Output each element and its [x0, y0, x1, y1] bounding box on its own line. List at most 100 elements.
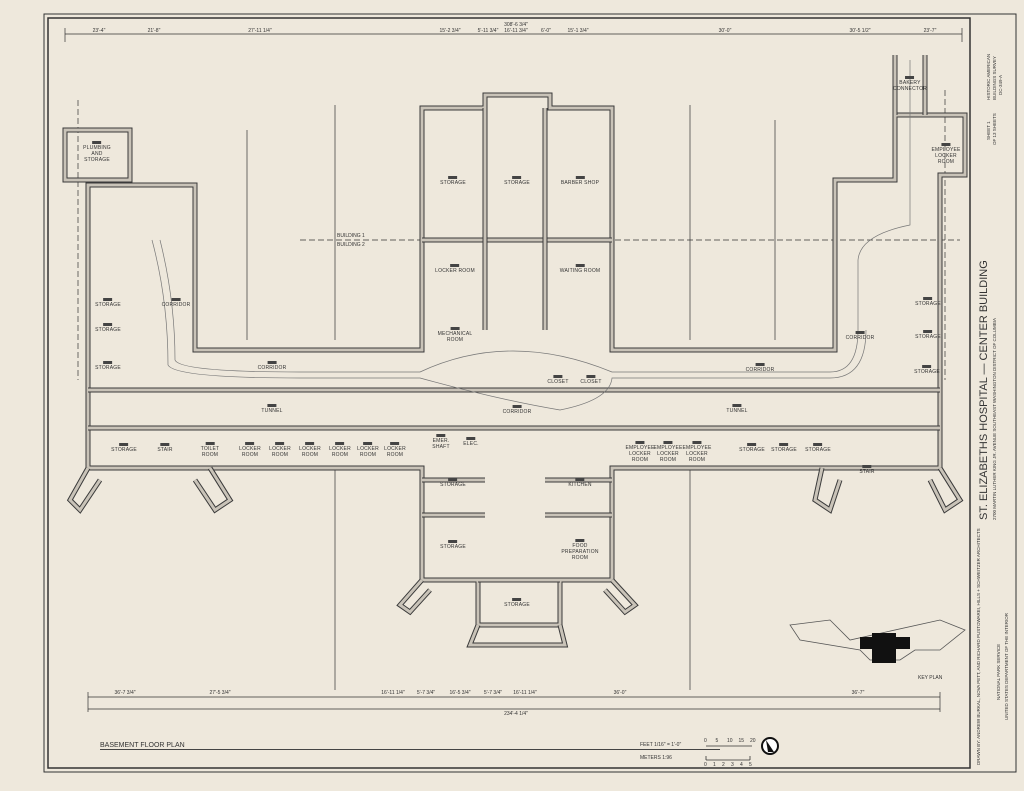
scale-tick-label: 5	[715, 738, 719, 744]
room-label: KITCHEN	[568, 478, 591, 488]
dimension-label: 5'-7 3/4"	[483, 690, 503, 696]
dimension-label: 5'-11 3/4"	[477, 28, 499, 34]
survey-name-1: HISTORIC AMERICAN	[986, 53, 991, 100]
building-address: 2700 MARTIN LUTHER KING JR. AVENUE SOUTH…	[992, 318, 997, 520]
room-label: STORAGE	[915, 297, 941, 307]
room-label: CORRIDOR	[846, 331, 875, 341]
room-label: TOILET ROOM	[201, 442, 220, 458]
room-label: TUNNEL	[726, 404, 747, 414]
dimension-label: 234'-4 1/4"	[504, 711, 528, 717]
sheet-border	[47, 17, 971, 769]
room-label: STORAGE	[504, 598, 530, 608]
room-label: FOOD PREPARATION ROOM	[561, 539, 598, 561]
room-label: STAIR	[157, 443, 172, 453]
dimension-label: 21'-8"	[147, 28, 161, 34]
wall-segment	[467, 624, 567, 647]
scale-meters: METERS 1:96	[640, 755, 672, 761]
scale-tick-label: 3	[731, 762, 734, 768]
dimension-label: 15'-2 3/4"	[439, 28, 461, 34]
dimension-label: 36'-0"	[613, 690, 627, 696]
room-label: STORAGE	[95, 361, 121, 371]
room-label: LOCKER ROOM	[357, 442, 379, 458]
wall-segment	[68, 467, 102, 513]
dimension-label: 15'-1 3/4"	[567, 28, 589, 34]
dimension-label: 27'-5 3/4"	[209, 690, 231, 696]
dimension-label: 36'-7"	[851, 690, 865, 696]
scale-tick-label: 1	[713, 762, 716, 768]
wall-segment	[63, 128, 132, 182]
room-label: LOCKER ROOM	[329, 442, 351, 458]
sheet-number: SHEET 1	[986, 121, 991, 140]
wall-segment	[603, 578, 638, 614]
dimension-label: 36'-7 3/4"	[114, 690, 136, 696]
room-label: STORAGE	[111, 443, 137, 453]
room-label: CORRIDOR	[503, 405, 532, 415]
dimension-lines	[64, 28, 963, 712]
room-label: STORAGE	[440, 478, 466, 488]
room-label: WAITING ROOM	[560, 264, 601, 274]
room-label: EMPLOYEE LOCKER ROOM	[931, 143, 960, 165]
scale-tick-label: 0	[704, 738, 707, 744]
room-label: CORRIDOR	[258, 361, 287, 371]
wall-segment	[397, 579, 432, 614]
wall-segment	[466, 624, 569, 648]
room-label: STORAGE	[805, 443, 831, 453]
drawing-title: BASEMENT FLOOR PLAN	[100, 742, 720, 750]
building-line-label: BUILDING 2	[337, 242, 365, 248]
key-plan-label: KEY PLAN	[918, 675, 943, 681]
dimension-label: 23'-7"	[923, 28, 937, 34]
room-label: TUNNEL	[261, 404, 282, 414]
room-label: LOCKER ROOM	[299, 442, 321, 458]
dimension-label: 16'-11 3/4"	[504, 28, 528, 34]
room-label: LOCKER ROOM	[269, 442, 291, 458]
scale-tick-label: 20	[750, 738, 756, 744]
scale-tick-label: 2	[722, 762, 725, 768]
dimension-label: 16'-11 1/4"	[381, 690, 405, 696]
room-label: LOCKER ROOM	[239, 442, 261, 458]
room-label: PLUMBING AND STORAGE	[83, 141, 111, 163]
room-label: LOCKER ROOM	[384, 442, 406, 458]
room-label: STORAGE	[440, 540, 466, 550]
wall-segment	[85, 92, 968, 628]
room-label: MECHANICAL ROOM	[438, 327, 473, 343]
agency-line-2: UNITED STATES DEPARTMENT OF THE INTERIOR	[1004, 612, 1009, 720]
room-label: CLOSET	[580, 375, 601, 385]
room-label: CLOSET	[547, 375, 568, 385]
dimension-label: 30'-5 1/2"	[849, 28, 871, 34]
room-label: STORAGE	[440, 176, 466, 186]
dimension-label: 308'-6 3/4"	[504, 22, 528, 28]
scale-feet: FEET 1/16" = 1'-0"	[640, 742, 682, 748]
room-label: BAKERY CONNECTOR	[893, 76, 927, 92]
wall-segment	[813, 467, 842, 513]
room-label: CORRIDOR	[746, 363, 775, 373]
scale-tick-label: 15	[738, 738, 745, 744]
dimension-label: 6'-0"	[541, 28, 551, 34]
room-label: STORAGE	[504, 176, 530, 186]
room-label: CORRIDOR	[162, 298, 191, 308]
room-label: STORAGE	[914, 365, 940, 375]
building-line-label: BUILDING 1	[337, 233, 365, 239]
room-label: STORAGE	[95, 323, 121, 333]
room-label: LOCKER ROOM	[435, 264, 475, 274]
dimension-label: 23'-4"	[92, 28, 106, 34]
wall-segment	[193, 467, 233, 513]
scale-tick-label: 4	[740, 762, 743, 768]
scale-tick-label: 5	[749, 762, 752, 768]
room-label: EMER. SHAFT	[432, 434, 449, 450]
dimension-label: 27'-11 1/4"	[248, 28, 272, 34]
room-label: ELEC.	[463, 437, 478, 447]
sheet-count: OF 13 SHEETS	[992, 113, 997, 145]
room-label: STORAGE	[915, 330, 941, 340]
room-label: STORAGE	[739, 443, 765, 453]
room-label: EMPLOYEE LOCKER ROOM	[682, 441, 711, 463]
room-label: EMPLOYEE LOCKER ROOM	[625, 441, 654, 463]
building-title: ST. ELIZABETHS HOSPITAL — CENTER BUILDIN…	[978, 260, 990, 520]
survey-name-2: BUILDINGS SURVEY	[992, 56, 997, 100]
scale-tick-label: 10	[727, 738, 733, 744]
corridor-track	[151, 60, 911, 411]
wall-segment	[928, 467, 963, 513]
wall-segment	[86, 93, 967, 627]
scale-bar	[705, 745, 752, 761]
room-label: STAIR	[859, 465, 874, 475]
